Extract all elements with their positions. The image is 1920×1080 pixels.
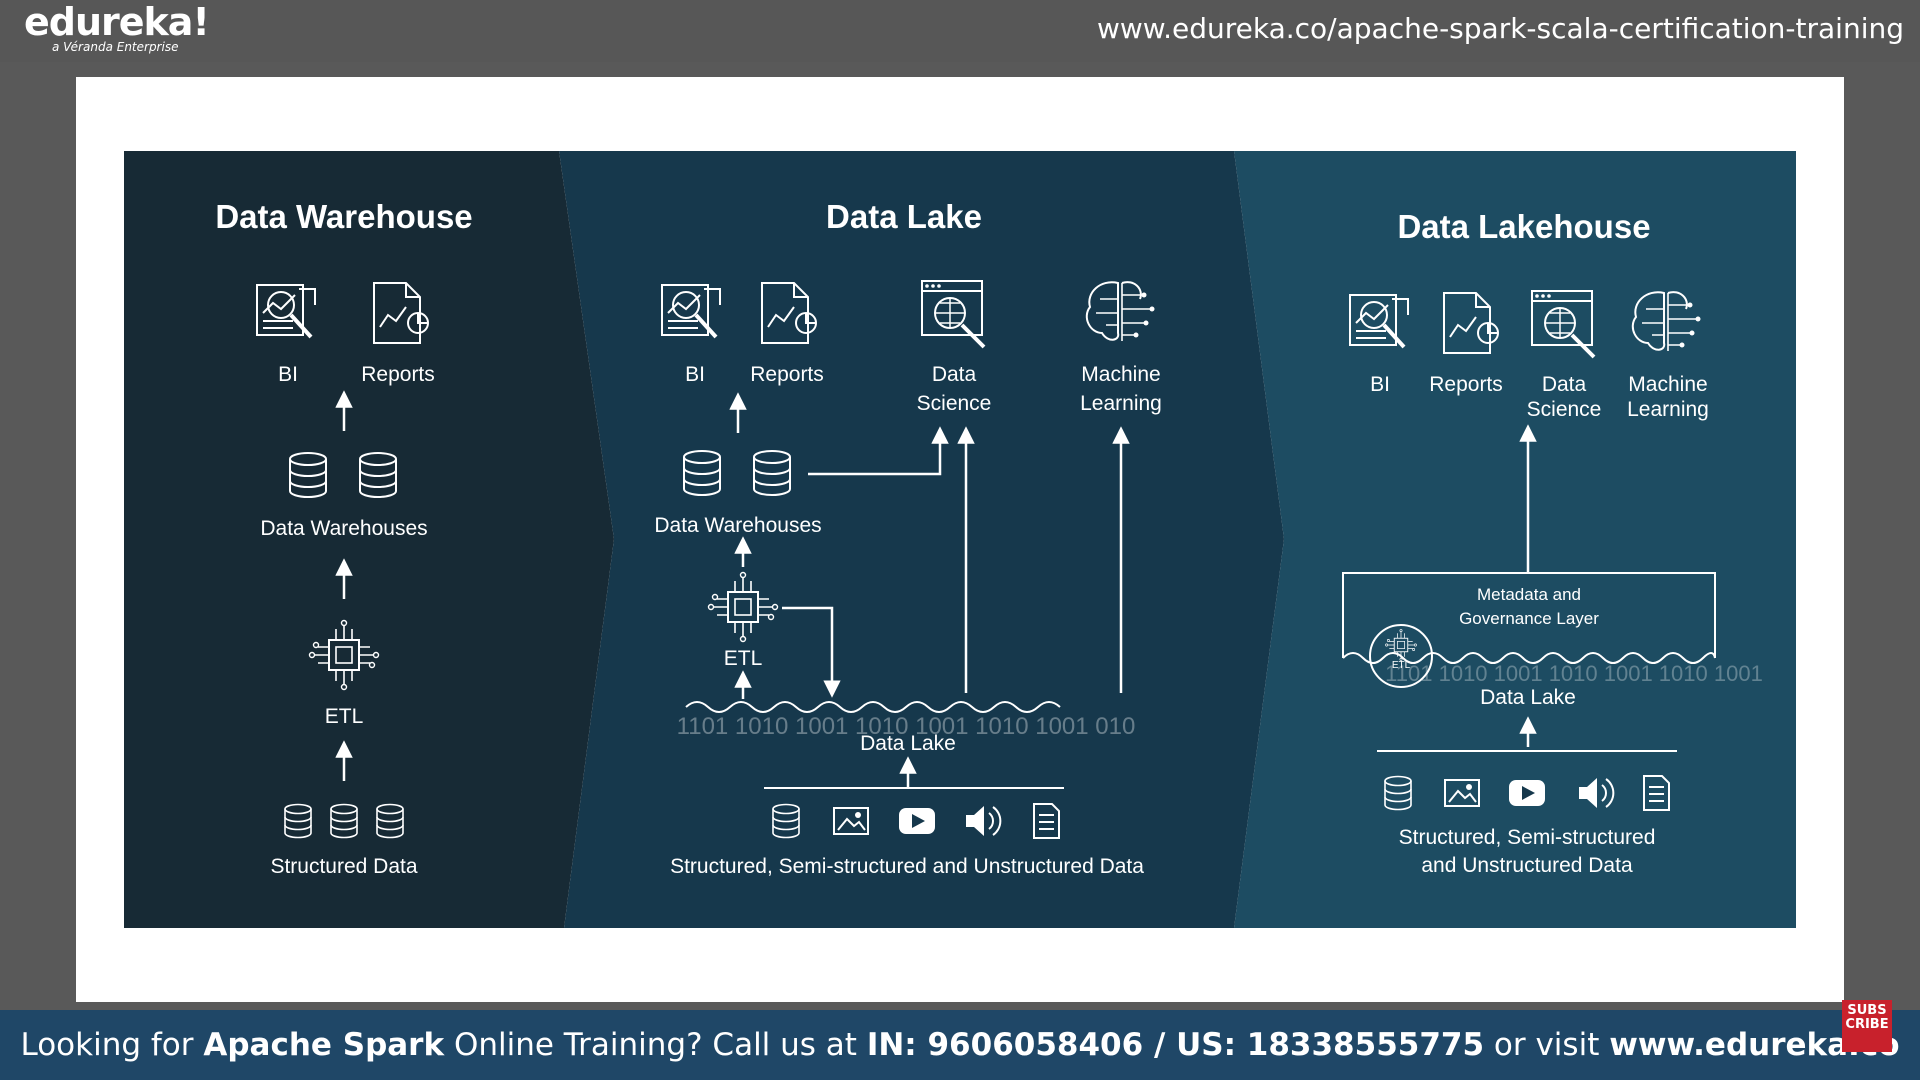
metadata-label-2: Governance Layer	[1459, 609, 1599, 628]
lakehouse-binary-pattern: 1101 1010 1001 1010 1001 1010 1001	[1385, 661, 1763, 686]
metadata-label-1: Metadata and	[1477, 585, 1581, 604]
lake-ds-label-2: Science	[917, 392, 992, 415]
promo-course: Apache Spark	[203, 1027, 445, 1063]
lakehouse-source-label-1: Structured, Semi-structured	[1399, 826, 1656, 849]
lakehouse-ml-label-2: Learning	[1627, 398, 1709, 421]
panel-data-warehouse	[124, 151, 614, 928]
arrow	[808, 426, 949, 476]
lake-title: Data Lake	[826, 198, 982, 235]
warehouse-etl-label: ETL	[325, 705, 364, 728]
lake-lake-label: Data Lake	[860, 732, 956, 755]
logo-tagline: a Véranda Enterprise	[52, 40, 179, 54]
warehouse-dw-label: Data Warehouses	[260, 517, 427, 540]
warehouse-reports-label: Reports	[361, 363, 435, 386]
subscribe-button[interactable]: SUBS CRIBE	[1842, 1000, 1892, 1052]
lakehouse-reports-label: Reports	[1429, 373, 1503, 396]
promo-text: Online Training? Call us at	[444, 1027, 867, 1063]
lake-source-label: Structured, Semi-structured and Unstruct…	[670, 855, 1144, 878]
lakehouse-title: Data Lakehouse	[1397, 208, 1650, 245]
arrow	[782, 606, 841, 698]
edureka-logo[interactable]: edureka!	[24, 0, 210, 44]
lake-bi-label: BI	[685, 363, 705, 386]
lakehouse-source-label-2: and Unstructured Data	[1421, 854, 1633, 877]
lake-wave	[685, 701, 1061, 713]
lake-etl-label: ETL	[724, 647, 763, 670]
warehouse-title: Data Warehouse	[215, 198, 472, 235]
warehouse-bi-label: BI	[278, 363, 298, 386]
lakehouse-bi-label: BI	[1370, 373, 1390, 396]
lakehouse-lake-label: Data Lake	[1480, 686, 1576, 709]
course-url[interactable]: www.edureka.co/apache-spark-scala-certif…	[1096, 12, 1904, 45]
warehouse-column: Data Warehouse BI Reports Data Warehouse…	[215, 198, 472, 878]
lakehouse-ds-label-2: Science	[1527, 398, 1602, 421]
lakehouse-column: Data Lakehouse BI Reports Data Science M…	[1342, 208, 1763, 877]
lakehouse-ds-label-1: Data	[1542, 373, 1587, 396]
promo-text: or visit	[1484, 1027, 1610, 1063]
etl-cycle-icon	[1369, 624, 1433, 688]
lake-column: Data Lake BI Reports Data Science Machin…	[654, 198, 1162, 878]
lake-dw-label: Data Warehouses	[654, 514, 821, 537]
lakehouse-wave	[1342, 652, 1716, 664]
promo-phone: IN: 9606058406 / US: 18338555775	[866, 1027, 1485, 1063]
lake-binary-pattern: 1101 1010 1001 1010 1001 1010 1001 010	[677, 713, 1136, 740]
lake-ds-label-1: Data	[932, 363, 977, 386]
warehouse-source-label: Structured Data	[270, 855, 417, 878]
top-bar: edureka! a Véranda Enterprise www.edurek…	[0, 0, 1920, 62]
promo-text: Looking for	[20, 1027, 204, 1063]
slide: Data Warehouse BI Reports Data Warehouse…	[124, 151, 1796, 928]
video-icon	[1509, 780, 1545, 806]
lakehouse-diagram: Data Warehouse BI Reports Data Warehouse…	[124, 151, 1796, 928]
lake-reports-label: Reports	[750, 363, 824, 386]
metadata-box	[1342, 572, 1716, 658]
panel-data-lake	[559, 151, 1284, 928]
video-icon	[899, 808, 935, 834]
lakehouse-ml-label-1: Machine	[1628, 373, 1707, 396]
promo-banner: Looking for Apache Spark Online Training…	[0, 1010, 1920, 1080]
lakehouse-etl-label: ETL	[1392, 660, 1411, 671]
panel-lakehouse	[1234, 151, 1796, 928]
lake-ml-label-2: Learning	[1080, 392, 1162, 415]
lake-ml-label-1: Machine	[1081, 363, 1160, 386]
